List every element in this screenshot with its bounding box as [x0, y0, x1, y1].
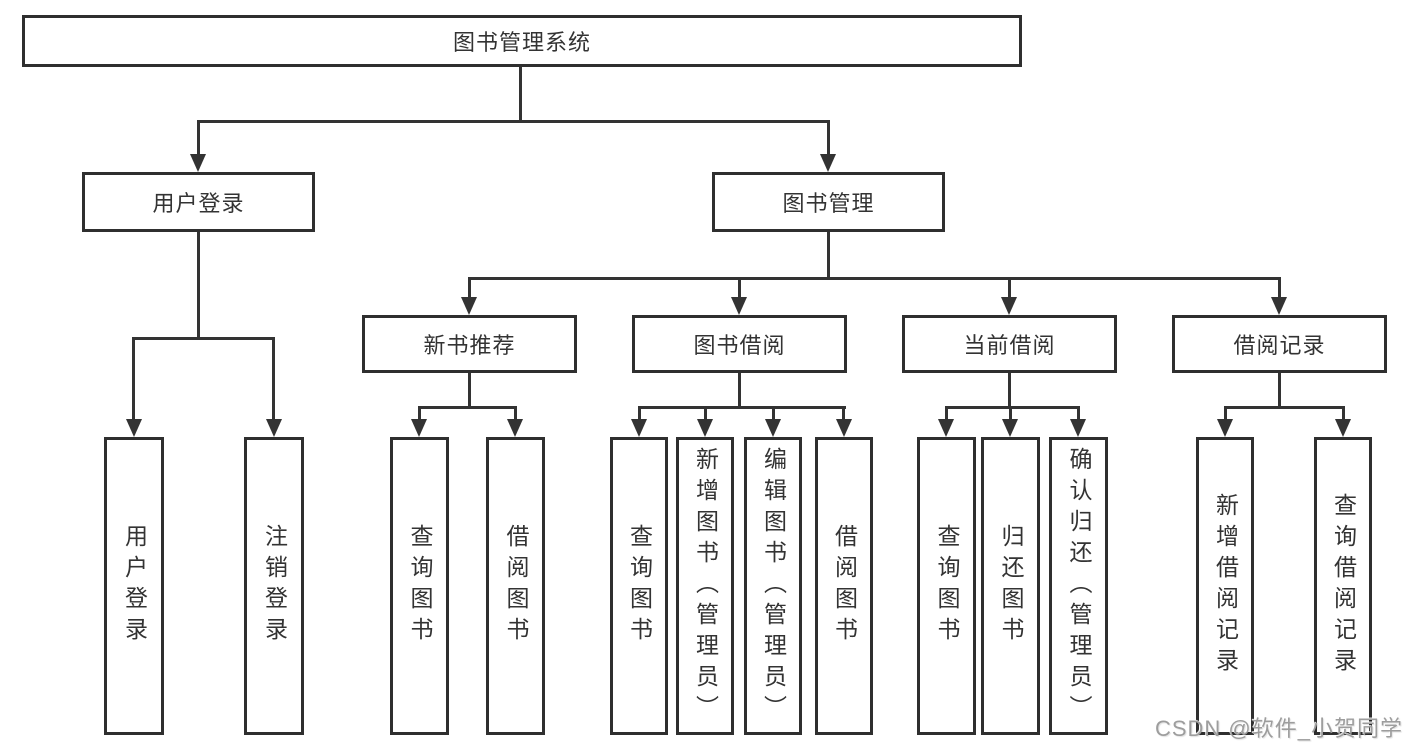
line [418, 406, 421, 420]
node-borrow-records: 借阅记录 [1172, 315, 1387, 373]
line [1224, 406, 1227, 420]
line [197, 120, 830, 123]
leaf-add-borrow-record: 新增借阅记录 [1196, 437, 1254, 735]
leaf-confirm-return-admin-label: 确认归还（管理员） [1066, 446, 1092, 726]
leaf-borrow-books-borrow-label: 借阅图书 [831, 524, 858, 648]
arrow-down-icon [631, 419, 647, 437]
arrow-down-icon [1271, 297, 1287, 315]
leaf-query-books-borrow: 查询图书 [610, 437, 668, 735]
arrow-down-icon [461, 297, 477, 315]
line [514, 406, 517, 420]
leaf-query-books-recommend: 查询图书 [390, 437, 449, 735]
leaf-borrow-books-recommend: 借阅图书 [486, 437, 545, 735]
node-new-book-recommend: 新书推荐 [362, 315, 577, 373]
leaf-logout-label: 注销登录 [261, 524, 288, 648]
arrow-down-icon [765, 419, 781, 437]
leaf-edit-books-admin-label: 编辑图书（管理员） [760, 446, 787, 726]
line [827, 232, 830, 277]
csdn-watermark: CSDN @软件_小贺同学 [1154, 716, 1403, 741]
arrow-down-icon [1070, 419, 1086, 437]
line [704, 406, 707, 420]
node-root-label: 图书管理系统 [452, 30, 591, 55]
arrow-down-icon [190, 154, 206, 172]
node-new-book-recommend-label: 新书推荐 [423, 333, 516, 358]
line [1008, 373, 1011, 406]
line [772, 406, 775, 420]
arrow-down-icon [1335, 419, 1351, 437]
leaf-query-books-recommend-label: 查询图书 [407, 524, 433, 648]
leaf-query-borrow-record: 查询借阅记录 [1314, 437, 1372, 735]
node-book-borrow-label: 图书借阅 [693, 333, 786, 358]
node-book-management: 图书管理 [712, 172, 945, 232]
line [738, 277, 741, 299]
line [738, 373, 741, 406]
leaf-add-books-admin: 新增图书（管理员） [676, 437, 734, 735]
arrow-down-icon [411, 419, 427, 437]
arrow-down-icon [938, 419, 954, 437]
line [1008, 277, 1011, 299]
line [842, 406, 845, 420]
node-current-borrow: 当前借阅 [902, 315, 1117, 373]
line [272, 337, 275, 421]
node-book-borrow: 图书借阅 [632, 315, 847, 373]
line [945, 406, 948, 420]
line [468, 277, 1281, 280]
arrow-down-icon [266, 419, 282, 437]
line [468, 277, 471, 299]
line [638, 406, 846, 409]
arrow-down-icon [1217, 419, 1233, 437]
leaf-query-books-current-label: 查询图书 [934, 524, 960, 648]
leaf-borrow-books-borrow: 借阅图书 [815, 437, 873, 735]
leaf-query-books-current: 查询图书 [917, 437, 976, 735]
arrow-down-icon [126, 419, 142, 437]
arrow-down-icon [731, 297, 747, 315]
line [1278, 277, 1281, 299]
leaf-confirm-return-admin: 确认归还（管理员） [1049, 437, 1108, 735]
leaf-query-borrow-record-label: 查询借阅记录 [1330, 493, 1357, 679]
leaf-borrow-books-recommend-label: 借阅图书 [503, 524, 529, 648]
leaf-return-books: 归还图书 [981, 437, 1040, 735]
arrow-down-icon [1002, 419, 1018, 437]
leaf-user-login-label: 用户登录 [121, 524, 148, 648]
line [197, 232, 200, 337]
line [197, 120, 200, 156]
line [945, 406, 1080, 409]
line [1342, 406, 1345, 420]
arrow-down-icon [1001, 297, 1017, 315]
leaf-logout: 注销登录 [244, 437, 304, 735]
leaf-user-login: 用户登录 [104, 437, 164, 735]
node-borrow-records-label: 借阅记录 [1233, 333, 1326, 358]
line [132, 337, 135, 421]
leaf-add-borrow-record-label: 新增借阅记录 [1212, 493, 1239, 679]
leaf-edit-books-admin: 编辑图书（管理员） [744, 437, 802, 735]
arrow-down-icon [697, 419, 713, 437]
line [519, 67, 522, 120]
line [132, 337, 275, 340]
node-user-login-label: 用户登录 [152, 191, 245, 216]
line [1278, 373, 1281, 406]
line [827, 120, 830, 156]
line [1077, 406, 1080, 420]
leaf-add-books-admin-label: 新增图书（管理员） [692, 446, 719, 726]
node-root: 图书管理系统 [22, 15, 1022, 67]
arrow-down-icon [836, 419, 852, 437]
line [1009, 406, 1012, 420]
arrow-down-icon [507, 419, 523, 437]
leaf-query-books-borrow-label: 查询图书 [626, 524, 653, 648]
arrow-down-icon [820, 154, 836, 172]
line [638, 406, 641, 420]
line [418, 406, 517, 409]
line [1224, 406, 1345, 409]
line [468, 373, 471, 406]
node-user-login: 用户登录 [82, 172, 315, 232]
leaf-return-books-label: 归还图书 [998, 524, 1024, 648]
node-book-management-label: 图书管理 [782, 191, 875, 216]
node-current-borrow-label: 当前借阅 [963, 333, 1056, 358]
